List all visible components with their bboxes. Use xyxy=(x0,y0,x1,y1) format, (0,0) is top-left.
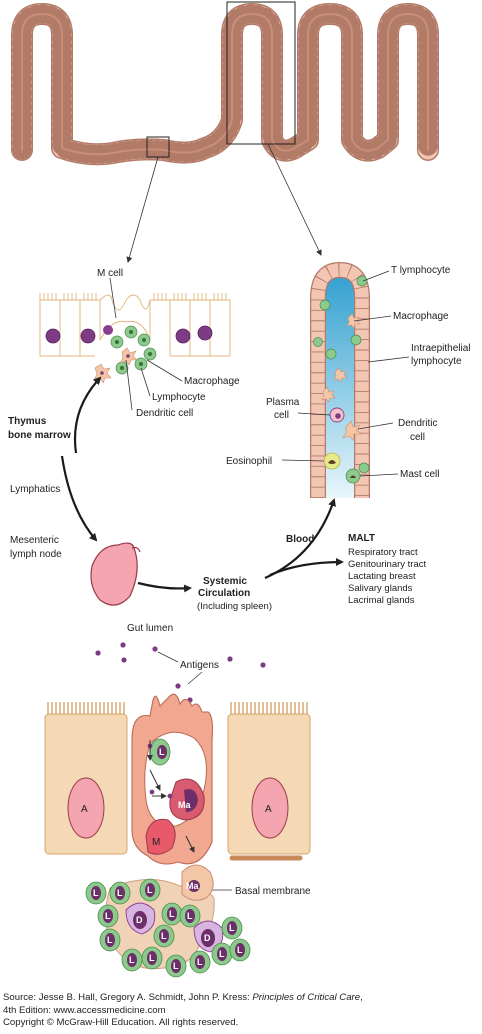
intestinal-villi-overview xyxy=(11,1,439,263)
antigens-label: Antigens xyxy=(180,660,219,671)
malt-item: Lacrimal glands xyxy=(348,595,415,606)
intraepithelial-pointer xyxy=(367,356,410,363)
lymphocyte-letter: L xyxy=(187,911,193,921)
plasma-label-line2: cell xyxy=(274,410,289,421)
dendritic-letter: D xyxy=(204,933,211,943)
eosinophil-label: Eosinophil xyxy=(226,456,272,467)
systemic-label-line3: (Including spleen) xyxy=(197,601,272,612)
malt-item: Genitourinary tract xyxy=(348,559,427,570)
macrophage-top-label: Macrophage xyxy=(184,376,240,387)
dendritic-letter: D xyxy=(136,915,143,925)
source-suffix: , xyxy=(360,992,363,1003)
lymphocyte-letter: L xyxy=(159,747,165,757)
malt-title: MALT xyxy=(348,533,375,544)
antigens-pointer-2 xyxy=(187,671,203,685)
enterocyte-right-letter: A xyxy=(265,804,272,815)
lymphatics-arrow xyxy=(60,455,98,542)
lymphocyte-letter: L xyxy=(237,945,243,955)
m-cell-epithelium xyxy=(39,293,231,357)
source-prefix: Source: Jesse B. Hall, Gregory A. Schmid… xyxy=(3,992,253,1003)
lymphocyte-cluster: L L L L L L L L L L L L L L L xyxy=(85,878,251,978)
dendritic-villus-label-line1: Dendritic xyxy=(398,418,437,429)
mesenteric-label-line2: lymph node xyxy=(10,549,62,560)
lamina-macrophage-letter: Ma xyxy=(186,881,199,891)
zoom-box-villus xyxy=(226,1,296,145)
gut-lumen-label: Gut lumen xyxy=(127,623,173,634)
macrophage-villus-label: Macrophage xyxy=(393,311,449,322)
macrophage-villus-pointer xyxy=(353,315,392,322)
lymphocyte-letter: L xyxy=(129,955,135,965)
lymphocyte-label: Lymphocyte xyxy=(152,392,206,403)
source-line-1: Source: Jesse B. Hall, Gregory A. Schmid… xyxy=(3,992,481,1005)
source-line-3: Copyright © McGraw-Hill Education. All r… xyxy=(3,1017,239,1028)
lymphocyte-letter: L xyxy=(105,911,111,921)
m-cell-label: M cell xyxy=(97,268,123,279)
villi-outline xyxy=(11,3,439,166)
macrophage-letter: Ma xyxy=(178,800,191,810)
villus-lamina-propria xyxy=(318,270,362,498)
macrophage-top-pointer xyxy=(146,359,183,382)
enterocyte-right: A xyxy=(227,702,311,855)
mast-cell-label: Mast cell xyxy=(400,469,439,480)
lymphocyte-letter: L xyxy=(117,888,123,898)
malt-arrow xyxy=(269,558,344,577)
thymus-label-line1: Thymus xyxy=(8,416,47,427)
node-to-circulation-arrow xyxy=(137,581,192,593)
plasma-label-line1: Plasma xyxy=(266,397,300,408)
source-book-title: Principles of Critical Care xyxy=(252,992,361,1003)
mesenteric-label-line1: Mesenteric xyxy=(10,535,59,546)
enterocyte-left-letter: A xyxy=(81,804,88,815)
lamina-propria-cells: Ma D D xyxy=(105,864,224,970)
mesenteric-lymph-node xyxy=(90,542,138,606)
dendritic-top-label: Dendritic cell xyxy=(136,408,193,419)
thymus-label-line2: bone marrow xyxy=(8,430,71,441)
lymphocyte-letter: L xyxy=(219,949,225,959)
m-cell-letter: M xyxy=(152,837,160,848)
antigens-pointer-1 xyxy=(157,651,179,663)
systemic-label-line1: Systemic xyxy=(203,576,247,587)
lymphocyte-letter: L xyxy=(173,961,179,971)
eosinophil-pointer xyxy=(281,459,325,462)
basal-membrane-label: Basal membrane xyxy=(235,886,311,897)
lymphocyte-letter: L xyxy=(149,953,155,963)
plasma-pointer xyxy=(297,412,331,416)
lymphocyte-letter: L xyxy=(161,931,167,941)
malt-item: Respiratory tract xyxy=(348,547,418,558)
intraepithelial-label-line2: lymphocyte xyxy=(411,356,462,367)
lymphocyte-letter: L xyxy=(107,935,113,945)
villus-detail: T lymphocyte Macrophage Intraepithelial … xyxy=(226,261,470,498)
blood-label: Blood xyxy=(286,534,314,545)
lymphatics-label: Lymphatics xyxy=(10,484,60,495)
dendritic-top-pointer xyxy=(125,359,133,411)
systemic-label-line2: Circulation xyxy=(198,588,250,599)
t-lymphocyte-pointer xyxy=(362,270,390,282)
source-line-2: 4th Edition: www.accessmedicine.com xyxy=(3,1004,166,1016)
m-cell-detail: M cell Macrophage Lymphocyte Dendritic c… xyxy=(39,268,240,419)
m-cell-pocket-cells xyxy=(45,325,213,384)
t-lymphocyte-label: T lymphocyte xyxy=(391,265,451,276)
lymphocyte-letter: L xyxy=(169,909,175,919)
dendritic-villus-pointer xyxy=(357,422,394,430)
lymphocyte-letter: L xyxy=(197,957,203,967)
malt-item: Lactating breast xyxy=(348,571,416,582)
m-cell-large: M L Ma xyxy=(131,693,214,865)
zoom-line-right xyxy=(267,143,322,256)
source-credit: Source: Jesse B. Hall, Gregory A. Schmid… xyxy=(3,992,481,1030)
lymphocyte-circulation-cycle: Thymus bone marrow Lymphatics Mesenteric… xyxy=(8,376,427,612)
lymphocyte-pointer xyxy=(140,367,151,397)
thymus-to-m-cell-arrow xyxy=(73,376,102,454)
lymphocyte-letter: L xyxy=(229,923,235,933)
lymphocyte-letter: L xyxy=(147,885,153,895)
malt-item: Salivary glands xyxy=(348,583,413,594)
lymphocyte-letter: L xyxy=(93,888,99,898)
enterocyte-left: A xyxy=(44,702,128,855)
m-cell-pointer xyxy=(109,277,117,319)
m-cell-antigen-sampling: Gut lumen Antigens A A xyxy=(44,623,311,978)
mast-cell-pointer xyxy=(359,473,399,477)
intraepithelial-label-line1: Intraepithelial xyxy=(411,343,470,354)
zoom-line-left xyxy=(126,156,159,263)
dendritic-villus-label-line2: cell xyxy=(410,432,425,443)
villus-immune-cells xyxy=(313,275,370,484)
